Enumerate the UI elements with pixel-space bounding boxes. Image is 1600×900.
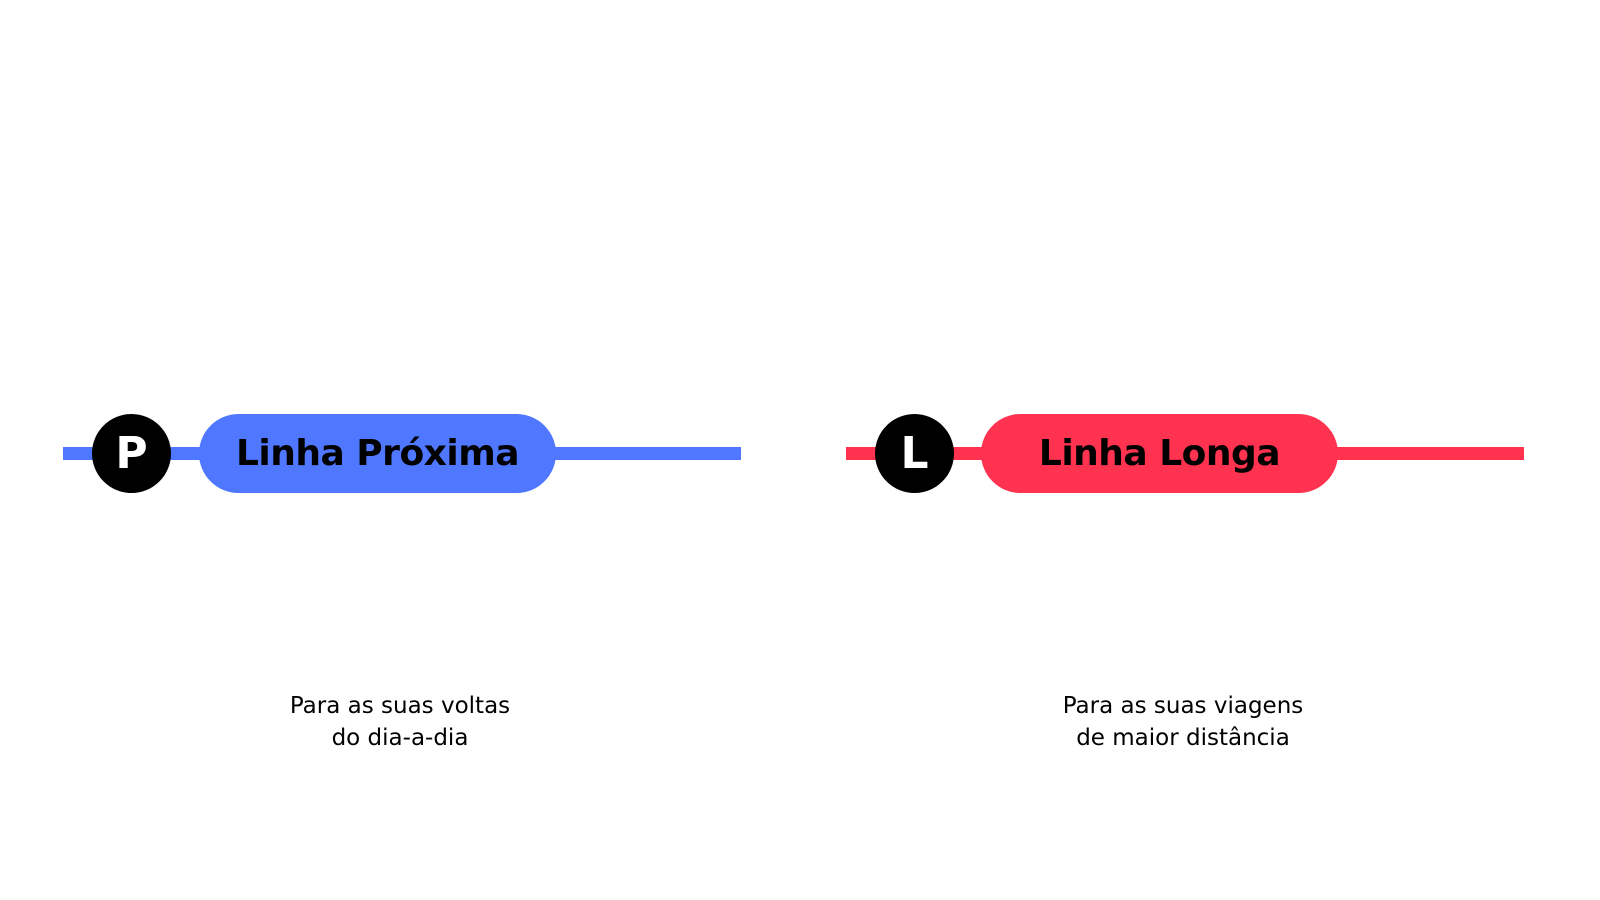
line-name-pill: Linha Próxima — [199, 414, 556, 493]
caption-line-1: Para as suas voltas — [289, 693, 511, 719]
line-name-pill: Linha Longa — [981, 414, 1338, 493]
line-longa: L Linha Longa Para as suas viagens de ma… — [800, 0, 1600, 900]
caption-line-2: do dia-a-dia — [331, 725, 469, 751]
line-caption: Para as suas viagens de maior distância — [1003, 690, 1363, 754]
line-proxima: P Linha Próxima Para as suas voltas do d… — [63, 414, 741, 754]
line-badge: P — [92, 414, 171, 493]
line-caption: Para as suas voltas do dia-a-dia — [220, 690, 580, 754]
caption-line-2: de maior distância — [1076, 725, 1290, 751]
line-badge: L — [875, 414, 954, 493]
caption-line-1: Para as suas viagens — [1062, 693, 1304, 719]
